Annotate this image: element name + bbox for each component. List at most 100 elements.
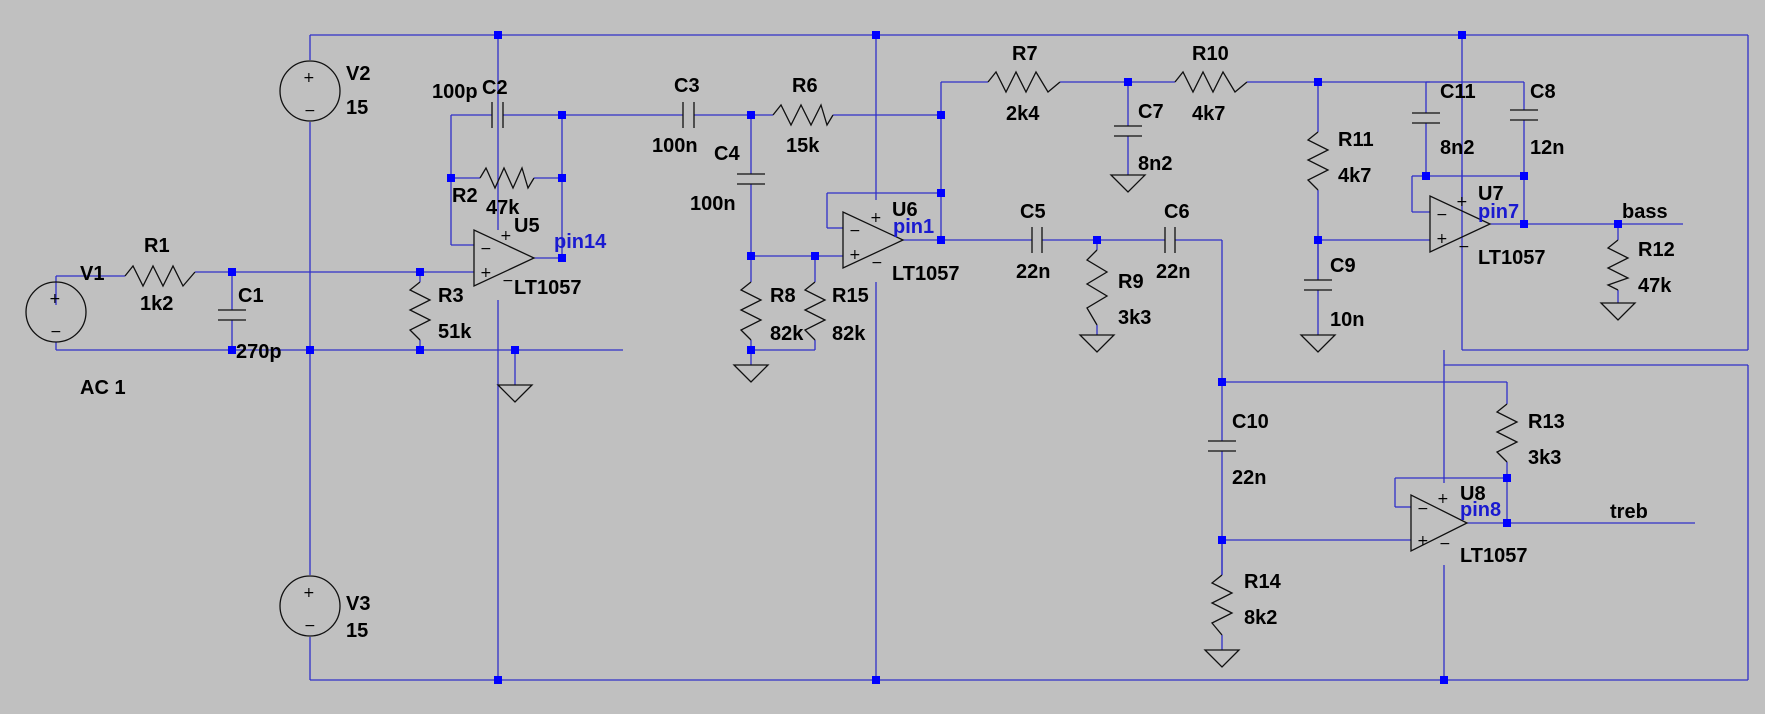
svg-text:−: − [1417, 501, 1429, 517]
capacitor-c6[interactable] [1164, 227, 1176, 253]
label-c4-name: C4 [714, 143, 740, 165]
label-c5-value: 22n [1016, 261, 1050, 283]
capacitor-c9[interactable] [1304, 279, 1332, 291]
label-r7-name: R7 [1012, 43, 1038, 65]
net-label-treb: treb [1610, 501, 1648, 523]
label-r11-name: R11 [1338, 129, 1374, 151]
svg-text:+: + [500, 228, 512, 244]
svg-text:−: − [849, 223, 861, 239]
label-u7-name: U7 [1478, 183, 1504, 205]
resistor-r1[interactable] [124, 264, 196, 288]
label-r7-value: 2k4 [1006, 103, 1040, 125]
capacitor-c8[interactable] [1510, 109, 1538, 121]
svg-text:+: + [303, 585, 315, 601]
resistor-r9[interactable] [1085, 249, 1109, 326]
label-u8-value: LT1057 [1460, 545, 1527, 567]
label-r6-value: 15k [786, 135, 820, 157]
resistor-r6[interactable] [772, 103, 834, 127]
resistor-r2[interactable] [479, 166, 535, 190]
svg-text:+: + [870, 210, 882, 226]
label-u5-name: U5 [514, 215, 540, 237]
resistor-r12[interactable] [1606, 239, 1630, 291]
label-r14-name: R14 [1244, 571, 1282, 593]
resistor-r14[interactable] [1210, 574, 1234, 636]
label-c9-value: 10n [1330, 309, 1364, 331]
capacitor-c2[interactable] [491, 102, 504, 128]
label-r12-value: 47k [1638, 275, 1672, 297]
label-c11-name: C11 [1440, 81, 1476, 103]
label-r2-value: 47k [486, 197, 520, 219]
resistor-r13[interactable] [1495, 403, 1519, 463]
label-c4-value: 100n [690, 193, 736, 215]
opamp-u8[interactable]: − + + − [1410, 491, 1469, 553]
resistor-r11[interactable] [1306, 131, 1330, 191]
label-c6-name: C6 [1164, 201, 1190, 223]
voltage-source-v2[interactable]: + − [279, 60, 341, 122]
component-labels: V1 AC 1 V2 15 V3 15 R1 1k2 C1 270p R3 51… [80, 43, 1675, 642]
label-c5-name: C5 [1020, 201, 1046, 223]
svg-text:−: − [304, 618, 316, 634]
capacitor-c4[interactable] [737, 173, 765, 185]
svg-text:+: + [1437, 491, 1449, 507]
label-v3-value: 15 [346, 620, 368, 642]
ground-symbol-r8 [732, 364, 770, 383]
capacitor-c7[interactable] [1114, 125, 1142, 137]
net-label-pin8: pin8 [1460, 499, 1501, 521]
svg-text:+: + [1436, 231, 1448, 247]
resistor-r15[interactable] [803, 281, 827, 341]
label-c11-value: 8n2 [1440, 137, 1474, 159]
junctions [228, 31, 1622, 684]
wires [55, 34, 1749, 681]
voltage-source-v3[interactable]: + − [279, 575, 341, 637]
opamp-u7[interactable]: − + + − [1429, 194, 1492, 255]
label-u7-value: LT1057 [1478, 247, 1545, 269]
resistor-r7[interactable] [987, 70, 1061, 94]
label-r8-value: 82k [770, 323, 804, 345]
label-c10-value: 22n [1232, 467, 1266, 489]
net-label-pin1: pin1 [893, 216, 934, 238]
svg-text:−: − [871, 255, 883, 271]
label-c2-value: 100p [432, 81, 478, 103]
net-labels: pin14 pin1 pin7 pin8 bass treb [554, 201, 1668, 523]
svg-text:−: − [480, 241, 492, 257]
voltage-source-v1[interactable]: + − [25, 281, 87, 343]
label-r14-value: 8k2 [1244, 607, 1277, 629]
label-c6-value: 22n [1156, 261, 1190, 283]
label-c3-name: C3 [674, 75, 700, 97]
svg-text:+: + [1456, 194, 1468, 210]
opamp-u6[interactable]: − + + − [842, 210, 905, 271]
svg-text:−: − [502, 273, 514, 289]
svg-text:−: − [1439, 536, 1451, 552]
ground-symbol-u5 [496, 384, 534, 403]
capacitor-c10[interactable] [1208, 440, 1236, 452]
capacitor-c1[interactable] [218, 309, 246, 321]
label-v1-value: AC 1 [80, 377, 126, 399]
capacitor-c11[interactable] [1412, 112, 1440, 124]
label-c10-name: C10 [1232, 411, 1269, 433]
label-r13-value: 3k3 [1528, 447, 1561, 469]
label-r1-value: 1k2 [140, 293, 173, 315]
svg-text:+: + [1417, 533, 1429, 549]
resistor-r8[interactable] [739, 281, 763, 341]
resistor-r10[interactable] [1174, 70, 1248, 94]
net-label-pin7: pin7 [1478, 201, 1519, 223]
capacitor-c3[interactable] [682, 102, 695, 128]
label-c8-value: 12n [1530, 137, 1564, 159]
label-r15-name: R15 [832, 285, 869, 307]
svg-text:+: + [49, 291, 61, 307]
resistor-r3[interactable] [408, 281, 432, 341]
capacitor-c5[interactable] [1031, 227, 1043, 253]
label-c3-value: 100n [652, 135, 698, 157]
net-label-pin14: pin14 [554, 231, 607, 253]
opamp-u5[interactable]: − + + − [473, 228, 536, 289]
svg-text:+: + [303, 70, 315, 86]
svg-text:−: − [50, 324, 62, 340]
label-r1-name: R1 [144, 235, 170, 257]
svg-text:−: − [304, 103, 316, 119]
label-v3-name: V3 [346, 593, 370, 615]
ground-symbol-c7 [1109, 174, 1147, 193]
label-v2-value: 15 [346, 97, 368, 119]
label-r10-name: R10 [1192, 43, 1229, 65]
label-c9-name: C9 [1330, 255, 1356, 277]
